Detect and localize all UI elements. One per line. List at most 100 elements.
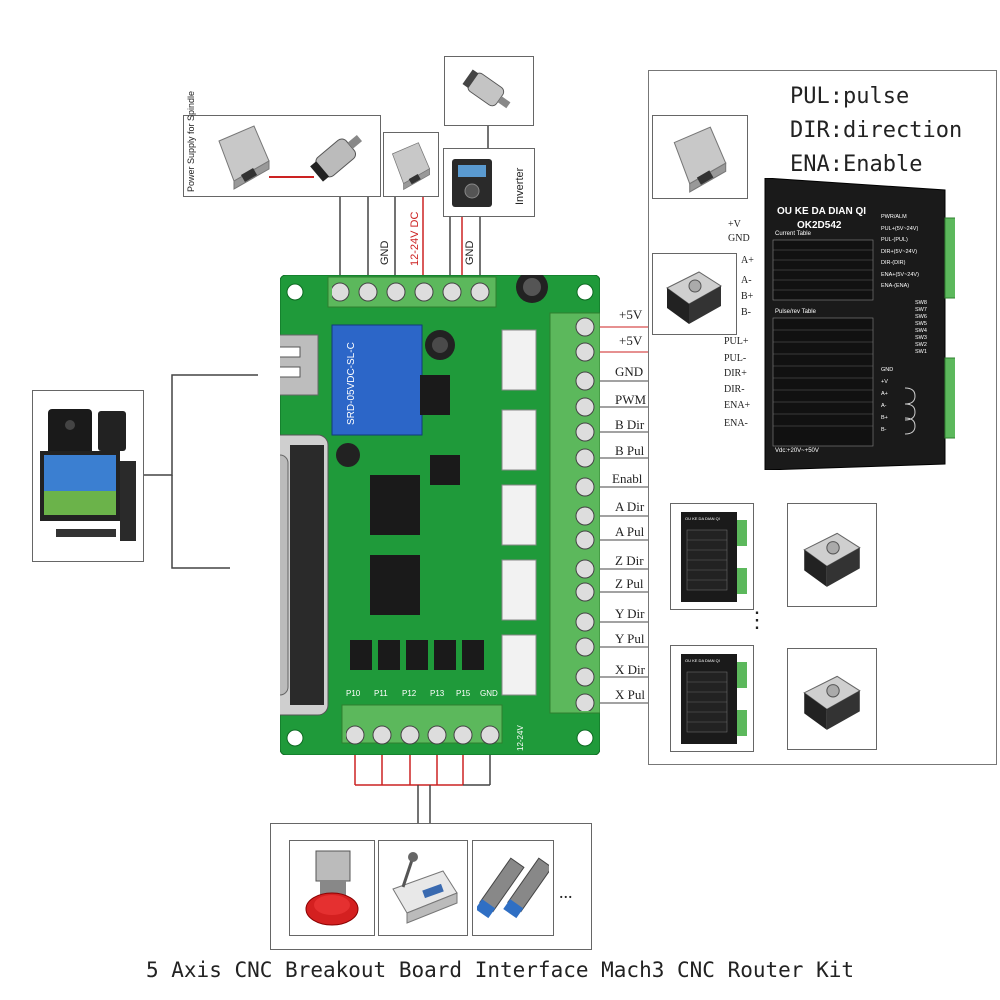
pin-label: P15 xyxy=(456,689,471,698)
terminal-label: PWM xyxy=(615,392,647,407)
signal-dir-minus: DIR- xyxy=(724,384,745,395)
stepper-motor-icon xyxy=(803,532,861,587)
pin-label: P13 xyxy=(430,689,445,698)
dc-power-box xyxy=(383,132,439,197)
driver-right-label: ENA+(5V~24V) xyxy=(881,271,919,278)
terminal-label: Y Dir xyxy=(615,606,645,621)
signal-ena-minus: ENA- xyxy=(724,418,748,429)
switch-label: SW1 xyxy=(915,349,927,355)
bottom-terminal-screws xyxy=(346,725,500,745)
emergency-stop-box xyxy=(289,840,375,936)
motor-b-plus: B+ xyxy=(741,291,754,302)
driver-gnd-label: GND xyxy=(728,233,750,244)
legend-ena: ENA:Enable xyxy=(790,152,923,177)
stepper-driver: OU KE DA DIAN QI OK2D542 Current Table P… xyxy=(755,178,955,470)
current-table-title: Current Table xyxy=(775,231,811,237)
proximity-sensor-icon xyxy=(477,857,549,919)
driver-bottom-label: A- xyxy=(881,403,887,409)
inverter-label: Inverter xyxy=(514,167,526,205)
spindle-wire xyxy=(269,176,314,178)
breakout-board: SRD-05VDC-SL-C P10 P11 P12 P13 P15 GND 1… xyxy=(280,275,600,755)
signal-ena-plus: ENA+ xyxy=(724,400,751,411)
small-driver-icon xyxy=(681,512,747,602)
switch-label: SW2 xyxy=(915,342,927,348)
driver-model: OK2D542 xyxy=(797,220,842,231)
switch-label: SW7 xyxy=(915,307,927,313)
driver-right-label: PWR/ALM xyxy=(881,214,907,220)
driver-bottom-label: B- xyxy=(881,427,887,433)
terminal-label: Z Dir xyxy=(615,553,644,568)
bottom-pin-labels: P10 P11 P12 P13 P15 GND xyxy=(346,689,506,701)
driver-right-label: PUL-(PUL) xyxy=(881,237,908,243)
emergency-stop-icon xyxy=(305,850,359,926)
terminal-label: GND xyxy=(615,364,644,379)
gnd-label-right: GND xyxy=(464,240,476,265)
terminal-label: B Pul xyxy=(615,443,645,458)
pin-label: P12 xyxy=(402,689,417,698)
small-driver-icon xyxy=(681,654,747,744)
driver-right-label: DIR-(DIR) xyxy=(881,260,906,266)
driver-vplus-label: +V xyxy=(728,219,741,230)
signal-legend: PUL:pulse DIR:direction ENA:Enable xyxy=(790,80,990,190)
bottom-power-label: 12-24V xyxy=(516,725,525,751)
stepper-motor-icon xyxy=(666,271,722,324)
terminal-label: X Dir xyxy=(615,662,645,677)
terminal-label: +5V xyxy=(619,307,643,322)
terminal-label: A Pul xyxy=(615,524,645,539)
legend-pul: PUL:pulse xyxy=(790,84,910,109)
breakout-board-graphic xyxy=(280,275,600,755)
terminal-label: B Dir xyxy=(615,417,645,432)
power-supply-icon xyxy=(218,125,270,190)
switch-label: SW5 xyxy=(915,321,927,327)
small-driver-box: OU KE DA DIAN QI xyxy=(670,645,754,752)
inverter-motor-box xyxy=(444,56,534,126)
motor-a-plus: A+ xyxy=(741,255,754,266)
inverter-icon xyxy=(452,159,492,207)
driver-bottom-label: GND xyxy=(881,367,894,373)
spindle-power-box: Power Supply for Spindle xyxy=(183,90,381,197)
gnd-label-left: GND xyxy=(379,240,391,265)
legend-dir: DIR:direction xyxy=(790,118,963,143)
dc-voltage-label: 12-24V DC xyxy=(409,211,421,266)
more-devices-ellipsis: ... xyxy=(559,882,573,902)
terminal-label: Y Pul xyxy=(615,631,645,646)
spindle-power-label: Power Supply for Spindle xyxy=(186,90,196,192)
driver-vdc-note: Vdc:+20V~+50V xyxy=(775,448,819,454)
signal-pul-minus: PUL- xyxy=(724,353,747,364)
computer-box xyxy=(32,390,144,562)
power-supply-icon xyxy=(673,126,727,193)
input-devices-panel: ... xyxy=(270,823,592,950)
driver-power-box xyxy=(652,115,748,199)
pin-label: P10 xyxy=(346,689,361,698)
terminal-label: X Pul xyxy=(615,687,645,702)
stepper-motor-box xyxy=(787,648,877,750)
small-driver-brand: OU KE DA DIAN QI xyxy=(685,516,720,521)
signal-pul-plus: PUL+ xyxy=(724,336,749,347)
driver-right-labels: PWR/ALM PUL+(5V~24V) PUL-(PUL) DIR+(5V~2… xyxy=(881,212,943,293)
driver-brand: OU KE DA DIAN QI xyxy=(777,206,867,217)
relay-text: SRD-05VDC-SL-C xyxy=(346,342,357,425)
vertical-ellipsis: ⋮ xyxy=(746,607,768,632)
limit-switch-icon xyxy=(392,852,458,924)
stepper-motor-box xyxy=(787,503,877,607)
pin-label: GND xyxy=(480,689,498,698)
switch-label: SW4 xyxy=(915,328,927,334)
small-driver-brand: OU KE DA DIAN QI xyxy=(685,658,720,663)
power-supply-icon xyxy=(391,142,431,191)
terminal-label: A Dir xyxy=(615,499,645,514)
proximity-sensor-box xyxy=(472,840,554,936)
driver-bottom-label: A+ xyxy=(881,391,888,397)
driver-right-label: DIR+(5V~24V) xyxy=(881,248,918,255)
motor-b-minus: B- xyxy=(741,307,751,318)
motor-icon xyxy=(462,69,511,109)
motor-a-minus: A- xyxy=(741,275,752,286)
switch-label: SW6 xyxy=(915,314,927,320)
right-terminal-screws xyxy=(575,317,595,711)
spindle-motor-icon xyxy=(310,134,363,182)
driver-bottom-label: +V xyxy=(881,379,888,385)
top-terminal-screws xyxy=(332,282,490,302)
terminal-label: Enabl xyxy=(612,471,643,486)
driver-switch-labels: SW8 SW7 SW6 SW5 SW4 SW3 SW2 SW1 xyxy=(915,300,927,356)
inverter-box: Inverter xyxy=(443,148,535,217)
limit-switch-box xyxy=(378,840,468,936)
